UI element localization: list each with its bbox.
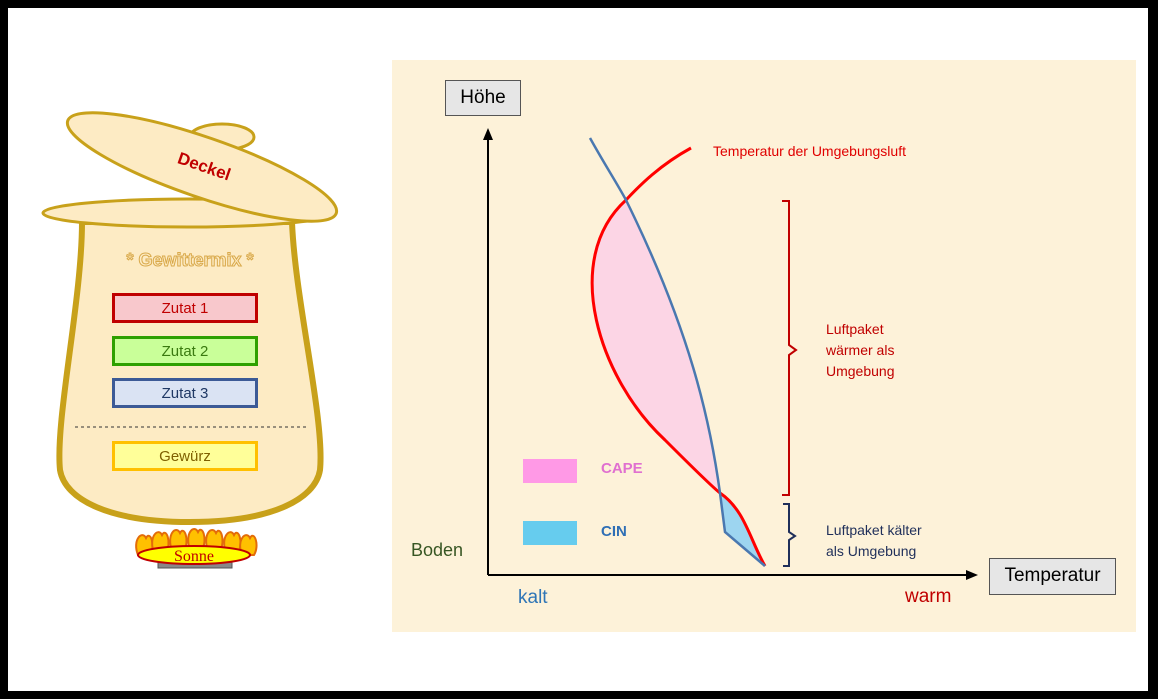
cape-area	[592, 200, 720, 493]
colder-label: Luftpaket kälter als Umgebung	[826, 520, 922, 562]
cin-area	[720, 493, 765, 566]
pot-title: * Gewittermix *	[126, 250, 253, 270]
cin-legend-swatch	[523, 521, 577, 545]
warmer-label-line: Umgebung	[826, 363, 895, 379]
warmer-label-line: Luftpaket	[826, 321, 884, 337]
burner-label: Sonne	[174, 548, 214, 565]
y-axis-arrow-icon	[483, 128, 493, 140]
sun-burner[interactable]: Sonne	[135, 528, 258, 569]
ingredient-1[interactable]: Zutat 1	[112, 293, 258, 323]
environment-curve-label: Temperatur der Umgebungsluft	[713, 143, 906, 159]
cold-label: kalt	[518, 587, 548, 608]
warm-label: warm	[905, 586, 952, 607]
burner-plate	[137, 545, 251, 565]
environment-temperature-curve	[590, 146, 767, 567]
diagram-background	[392, 60, 1136, 632]
colder-label-line: als Umgebung	[826, 543, 917, 559]
lid-disc	[65, 111, 339, 223]
warmer-label-line: wärmer als	[826, 342, 895, 358]
cape-legend-swatch	[523, 459, 577, 483]
ingredient-2[interactable]: Zutat 2	[112, 336, 258, 366]
x-axis-arrow-icon	[966, 570, 978, 580]
spice[interactable]: Gewürz	[112, 441, 258, 471]
cin-legend-label: CIN	[601, 523, 627, 540]
cape-legend-label: CAPE	[601, 460, 643, 477]
colder-label-line: Luftpaket kälter	[826, 522, 922, 538]
colder-bracket	[783, 503, 797, 567]
pot-lid[interactable]: Deckel	[58, 92, 346, 241]
parcel-curve	[588, 137, 766, 567]
x-axis-label: Temperatur	[989, 558, 1116, 595]
sounding-diagram	[483, 128, 978, 580]
ingredient-3[interactable]: Zutat 3	[112, 378, 258, 408]
ground-label: Boden	[411, 540, 464, 560]
warmer-bracket	[782, 200, 798, 496]
warmer-label: Luftpaket wärmer als Umgebung	[826, 319, 895, 382]
y-axis-label: Höhe	[445, 80, 521, 116]
